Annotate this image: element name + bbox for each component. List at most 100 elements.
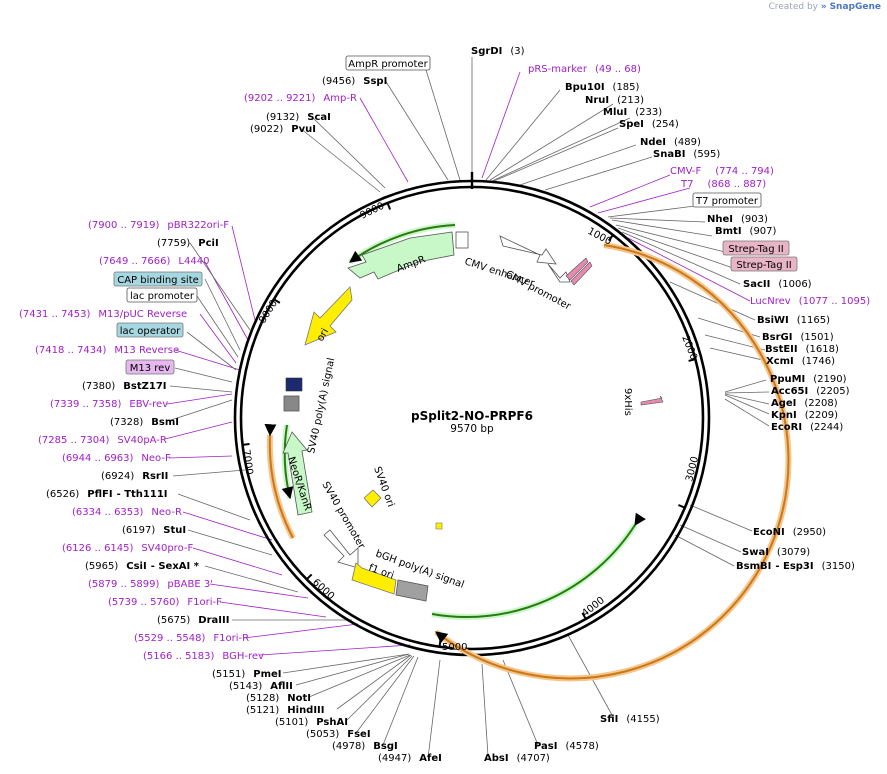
svg-text:AmpR promoter: AmpR promoter [348,59,428,70]
scale-tick-mark [688,358,696,362]
enzyme-label: (4947)AfeI [378,753,442,764]
enzyme-label: SpeI(254) [619,119,679,130]
enzyme-label: EcoNI(2950) [753,527,826,538]
tick-label: 1000 [586,226,614,248]
svg-text:M13 rev: M13 rev [130,363,171,374]
ampr-feature [347,231,455,280]
sv40-promoter-feature [323,529,359,569]
leader-lines [164,57,770,759]
enzyme-label: NheI(903) [707,214,768,225]
primer-labels: pRS-marker(49 .. 68) CMV-F(774 .. 794) T… [19,64,870,662]
f1-ori-feature [351,562,397,595]
enzyme-label: XcmI(1746) [766,356,835,367]
feature-label: SV40 promoter [319,480,367,552]
ori-feature [304,286,353,346]
enzyme-label: AgeI(2208) [771,398,838,409]
primer-label: (5739 .. 5760)F1ori-F [108,597,222,608]
boxed-label: Strep-Tag II [730,256,798,272]
svg-text:Strep-Tag II: Strep-Tag II [736,260,791,271]
enzyme-label: EcoRI(2244) [771,422,843,433]
primer-label: pRS-marker(49 .. 68) [528,64,641,75]
plasmid-name: pSplit2-NO-PRPF6 [411,409,533,423]
snapgene-brand: Created by » SnapGene [768,2,881,12]
boxed-labels: AmpR promoter T7 promoter Strep-Tag II S… [113,55,798,375]
boxed-label: T7 promoter [692,192,762,208]
tick-label: 6000 [310,577,336,602]
enzyme-label: (6526)PflFI- Tth111I [46,489,168,500]
enzyme-label: PasI(4578) [534,741,599,752]
enzyme-label: (6924)RsrII [101,471,168,482]
boxed-label: AmpR promoter [345,55,431,71]
scale-tick-mark [438,639,442,647]
cmv-enhancer-feature [499,235,557,265]
brand-name: SnapGene [829,2,881,12]
brand-created-by: Created by [768,2,818,12]
enzyme-label: (7759)PciI [157,238,219,249]
9xhis-feature [640,395,664,406]
scale-tick-mark [273,298,281,304]
enzyme-label: KpnI(2209) [771,410,838,421]
bgh-polya-feature [395,579,429,602]
cmv-promoter-feature [547,263,571,283]
boxed-label: lac promoter [126,287,198,303]
scale-tick-mark [242,443,250,446]
enzyme-label: (5101)PshAI [275,717,348,728]
enzyme-label: BstEII(1618) [765,344,839,355]
enzyme-label: (5143)AflII [229,681,293,692]
neor-feature [282,431,313,516]
boxed-label: CAP binding site [113,271,203,287]
enzyme-label: BmtI(907) [715,226,777,237]
feature-label: 9xHis [622,388,633,416]
enzyme-label: SwaI(3079) [742,547,810,558]
enzyme-label: NdeI(489) [640,137,701,148]
primer-label: (5529 .. 5548)F1ori-R [134,633,249,644]
boxed-label: Strep-Tag II [722,240,790,256]
strep-tag-features [565,257,593,286]
primer-label: (7339 .. 7358)EBV-rev [50,399,168,410]
enzyme-label: SgrDI(3) [471,46,525,57]
enzyme-label: (5053)FseI [306,729,371,740]
small-marker-feature [435,522,443,530]
scale-tick-mark [607,234,614,242]
scale-tick-mark [581,612,587,620]
primer-label: CMV-F(774 .. 794) [670,166,774,177]
feature-arcs [264,222,792,682]
enzyme-label: (9022)PvuI [250,124,316,135]
primer-label: (7431 .. 7453)M13/pUC Reverse [19,309,187,320]
enzyme-label: BsiWI(1165) [757,315,830,326]
enzyme-label: SnaBI(595) [653,149,720,160]
enzyme-label: (7328)BsmI [110,417,179,428]
enzyme-label: SfiI(4155) [600,714,660,725]
lac-region-feature [285,377,303,392]
primer-label: (6944 .. 6963)Neo-F [62,453,171,464]
enzyme-label: MluI(233) [603,107,662,118]
enzyme-label: Bpu10I(185) [565,82,640,93]
enzyme-label: (5675)DraIII [157,615,229,626]
primer-label: (7418 .. 7434)M13 Reverse [35,345,179,356]
snapgene-logo-icon: » [820,2,827,12]
scale-tick-mark [305,573,313,581]
primer-label: (7285 .. 7304)SV40pA-R [38,435,167,446]
boxed-label: M13 rev [125,359,175,375]
primer-label: T7(868 .. 887) [680,179,766,190]
primer-label: (5879 .. 5899)pBABE 3' [88,579,213,590]
green-arc-main [431,512,646,619]
enzyme-label: SacII(1006) [743,279,812,290]
scale-tick-mark [386,202,392,210]
primer-label: (7900 .. 7919)pBR322ori-F [88,220,229,231]
scale-tick-mark [678,504,686,509]
enzyme-label: AbsI(4707) [484,753,550,764]
boxed-label: lac operator [116,322,184,338]
neo-orf-arc-green [281,424,294,500]
neo-orf-arc-orange [264,423,294,539]
enzyme-label: (4978)BsgI [332,741,398,752]
enzyme-label: NruI(213) [585,95,644,106]
primer-label: (9202 .. 9221)Amp-R [244,93,357,104]
enzyme-label: BsrGI(1501) [762,332,834,343]
enzyme-label: (7380)BstZ17I [82,381,167,392]
svg-text:T7 promoter: T7 promoter [695,196,759,207]
enzyme-labels: SgrDI(3) Bpu10I(185) NruI(213) MluI(233)… [46,46,855,764]
ampr-orf-arc [349,224,456,263]
primer-label: (7649 .. 7666)L4440 [99,256,209,267]
